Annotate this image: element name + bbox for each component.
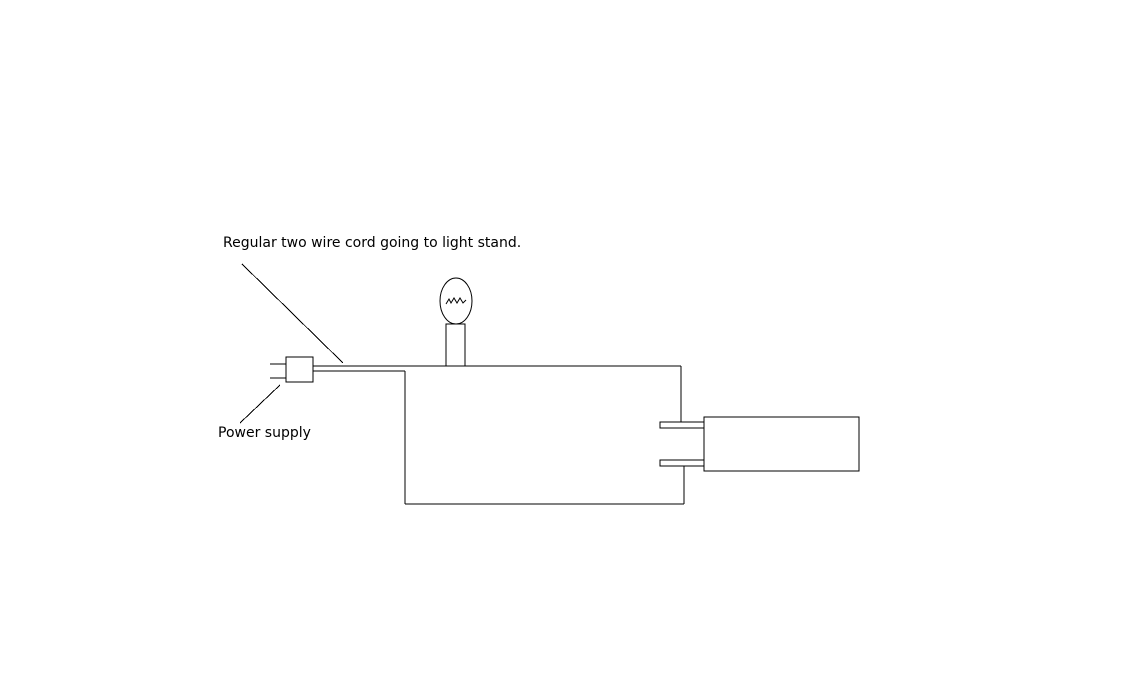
- cord-label: Regular two wire cord going to light sta…: [223, 235, 521, 251]
- capacitor-terminal-top: [659, 421, 705, 429]
- cord-leader-line: [241, 263, 344, 364]
- power-plug-icon: [270, 356, 314, 383]
- bulb-filament: [445, 297, 467, 305]
- bulb-socket: [445, 323, 466, 367]
- capacitor-icon: [659, 416, 860, 472]
- capacitor-terminal-bottom: [659, 459, 705, 467]
- light-bulb-icon: [439, 277, 473, 367]
- plug-body: [285, 356, 314, 383]
- power-supply-label: Power supply: [218, 425, 311, 441]
- capacitor-body: [703, 416, 860, 472]
- power-leader-line: [239, 384, 281, 424]
